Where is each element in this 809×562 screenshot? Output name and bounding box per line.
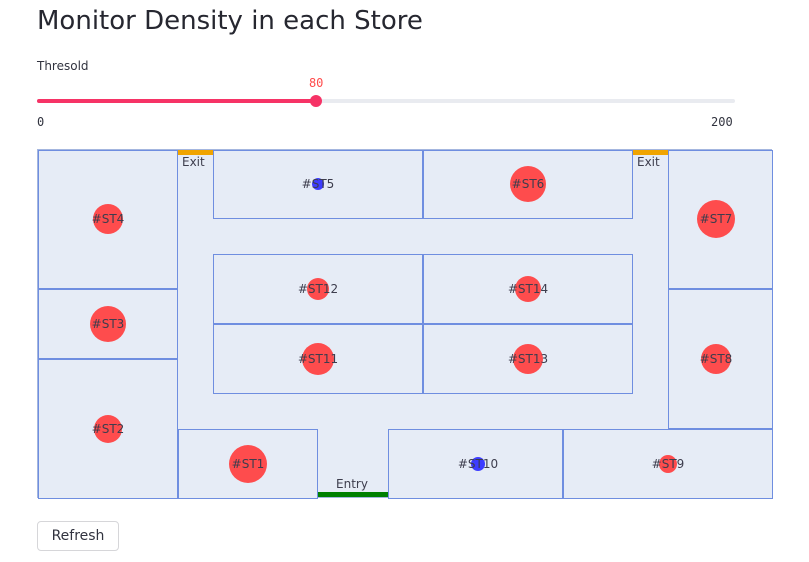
store-label-st11: #ST11 (297, 352, 339, 366)
refresh-button[interactable]: Refresh (37, 521, 119, 551)
density-dot-st14[interactable] (515, 276, 541, 302)
store-label-st13: #ST13 (507, 352, 549, 366)
slider-label: Thresold (37, 59, 89, 73)
density-dot-st6[interactable] (510, 166, 546, 202)
exit-marker (178, 150, 213, 155)
exit-marker (633, 150, 668, 155)
density-dot-st13[interactable] (513, 344, 543, 374)
entry-marker (318, 492, 388, 497)
store-label-st1: #ST1 (231, 457, 265, 471)
density-dot-st8[interactable] (701, 344, 731, 374)
store-label-st7: #ST7 (699, 212, 733, 226)
store-label-st5: #ST5 (301, 177, 335, 191)
store-label-st2: #ST2 (91, 422, 125, 436)
density-dot-st1[interactable] (229, 445, 267, 483)
slider-value: 80 (308, 76, 324, 90)
density-dot-st7[interactable] (697, 200, 735, 238)
page-title: Monitor Density in each Store (37, 6, 423, 36)
density-dot-st11[interactable] (302, 343, 334, 375)
density-dot-st4[interactable] (93, 204, 123, 234)
density-dot-st10[interactable] (471, 457, 485, 471)
store-label-st4: #ST4 (91, 212, 125, 226)
slider-fill (37, 99, 317, 103)
slider-thumb[interactable] (310, 95, 323, 107)
store-label-st10: #ST10 (457, 457, 499, 471)
store-map: #ST1 #ST2 #ST3 #ST4 #ST5 #ST6 #ST7 #ST8 #ST9 #ST1… (37, 149, 773, 499)
store-st8 (668, 289, 773, 429)
store-label-st8: #ST8 (699, 352, 733, 366)
exit-label: Exit (182, 155, 205, 169)
density-dot-st2[interactable] (94, 415, 122, 443)
store-label-st14: #ST14 (507, 282, 549, 296)
store-label-st3: #ST3 (91, 317, 125, 331)
slider-max: 200 (711, 115, 733, 129)
store-label-st12: #ST12 (297, 282, 339, 296)
slider-min: 0 (37, 115, 45, 129)
density-dot-st9[interactable] (659, 455, 677, 473)
store-label-st9: #ST9 (651, 457, 685, 471)
density-dot-st12[interactable] (307, 278, 329, 300)
store-label-st6: #ST6 (511, 177, 545, 191)
density-dot-st3[interactable] (90, 306, 126, 342)
density-dot-st5[interactable] (312, 178, 324, 190)
exit-label: Exit (637, 155, 660, 169)
threshold-slider[interactable] (37, 95, 735, 107)
entry-label: Entry (336, 477, 368, 491)
store-st14 (423, 254, 633, 324)
